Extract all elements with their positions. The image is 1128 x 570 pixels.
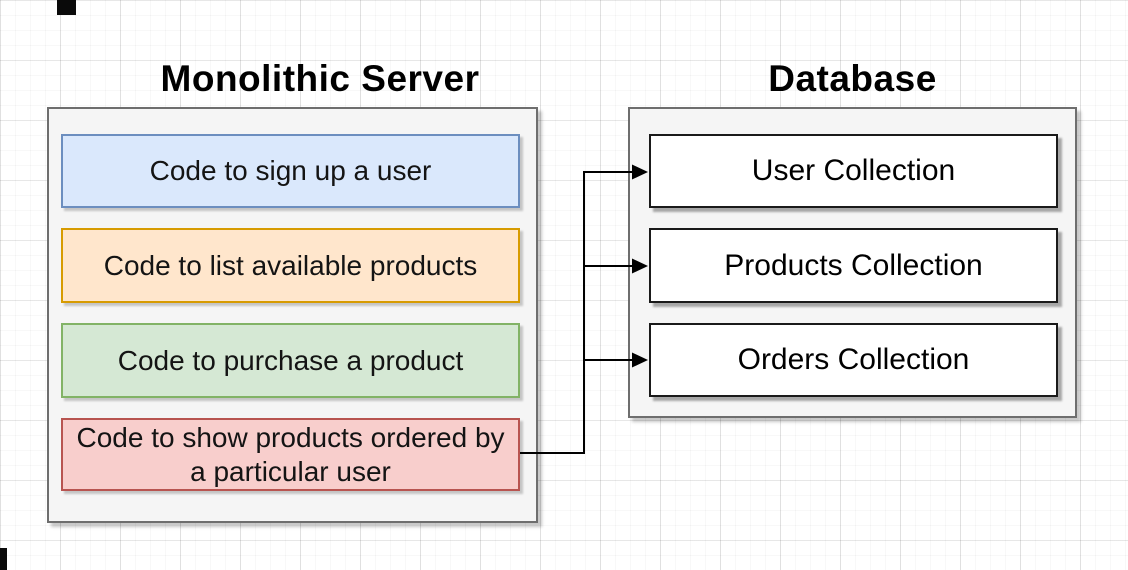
module-show-products-ordered-label: Code to show products ordered by a parti… xyxy=(76,422,505,487)
module-purchase-product: Code to purchase a product xyxy=(61,323,520,398)
module-sign-up-user: Code to sign up a user xyxy=(61,134,520,208)
database-title: Database xyxy=(768,58,937,99)
collection-orders-label: Orders Collection xyxy=(737,343,970,376)
collection-products-label: Products Collection xyxy=(724,248,983,282)
module-purchase-product-label: Code to purchase a product xyxy=(117,344,464,376)
collection-products: Products Collection xyxy=(649,228,1058,303)
screen-artifact-bottom-left xyxy=(0,548,7,570)
collection-user-label: User Collection xyxy=(751,154,956,187)
module-list-available-products: Code to list available products xyxy=(61,228,520,303)
monolithic-server-title: Monolithic Server xyxy=(160,58,480,99)
collection-user: User Collection xyxy=(649,134,1058,208)
module-show-products-ordered: Code to show products ordered by a parti… xyxy=(61,418,520,491)
screen-artifact-top-left xyxy=(57,0,76,15)
module-sign-up-user-label: Code to sign up a user xyxy=(149,155,432,187)
collection-orders: Orders Collection xyxy=(649,323,1058,397)
module-list-available-products-label: Code to list available products xyxy=(103,249,478,281)
